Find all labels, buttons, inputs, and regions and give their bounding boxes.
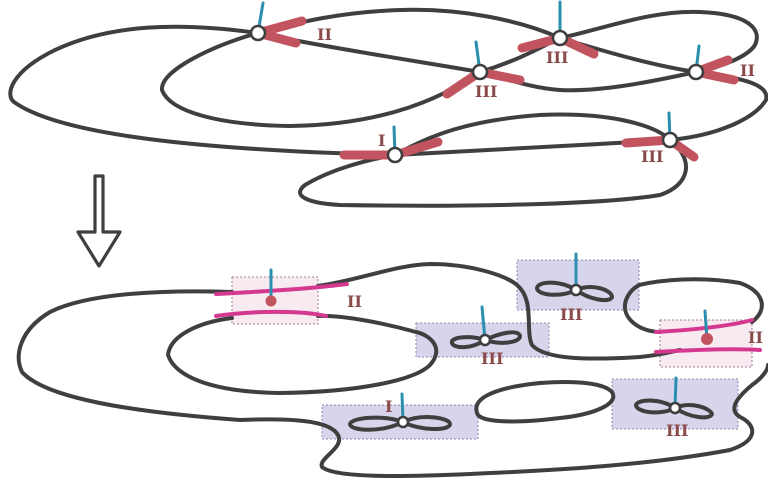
bottom-outer-loop — [16, 289, 768, 479]
top-node-1: II — [249, 1, 332, 48]
bottom-crossing-5: I — [348, 392, 452, 432]
top-label-4: II — [740, 61, 755, 80]
down-arrow-icon — [76, 174, 122, 268]
bottom-right-loop — [622, 277, 764, 334]
top-label-2: III — [475, 82, 497, 101]
top-node-2: III — [442, 40, 525, 101]
top-node-6: III — [621, 111, 699, 166]
top-label-5: I — [378, 131, 385, 150]
top-label-1: II — [317, 25, 332, 44]
bottom-crossing-4: II — [654, 309, 763, 354]
bottom-label-5: I — [385, 397, 392, 416]
top-inner-loop — [160, 31, 482, 128]
bottom-inner-loop — [166, 313, 439, 395]
bottom-crossing-1: II — [214, 268, 362, 318]
bottom-label-3: III — [560, 305, 582, 324]
bottom-crossing-2: III — [450, 305, 522, 368]
top-diagram: II III III II — [8, 0, 768, 208]
bottom-middle-loop — [474, 380, 616, 424]
bottom-outer-top — [316, 262, 682, 361]
top-label-6: III — [641, 147, 663, 166]
bottom-diagram: II III III II I — [16, 252, 768, 479]
top-node-4: II — [687, 44, 755, 85]
bottom-label-4: II — [748, 328, 763, 347]
bottom-label-1: II — [347, 292, 362, 311]
top-label-3: III — [546, 48, 568, 67]
bottom-crossing-3: III — [535, 252, 614, 324]
top-node-3: III — [517, 0, 599, 67]
bottom-crossing-6: III — [634, 376, 714, 440]
bottom-label-2: III — [481, 349, 503, 368]
top-lower-loop — [298, 112, 688, 208]
top-node-5: I — [339, 125, 443, 164]
bottom-label-6: III — [666, 421, 688, 440]
